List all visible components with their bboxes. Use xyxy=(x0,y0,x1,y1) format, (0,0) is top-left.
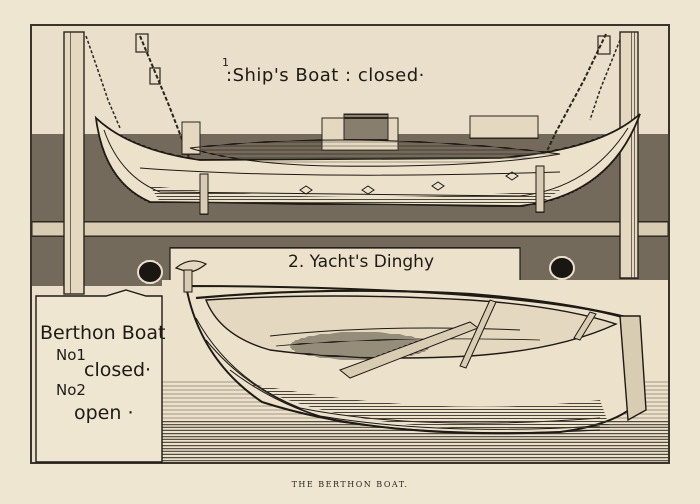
ships-boat-label: :Ship's Boat : closed· xyxy=(226,65,425,86)
sign-closed: closed· xyxy=(84,359,152,381)
yachts-dinghy-open xyxy=(174,260,647,435)
info-sign xyxy=(35,289,163,463)
davits xyxy=(63,31,639,295)
sign-open: open · xyxy=(74,402,134,424)
ships-boat-closed xyxy=(94,113,641,215)
ships-boat-number: 1 xyxy=(222,56,229,69)
sign-number-1: No1 xyxy=(56,346,86,364)
yachts-dinghy-label: 2. Yacht's Dinghy xyxy=(288,252,435,272)
sign-title: Berthon Boat xyxy=(40,322,166,344)
sign-number-2: No2 xyxy=(56,381,86,399)
figure-caption: THE BERTHON BOAT. xyxy=(291,480,409,489)
